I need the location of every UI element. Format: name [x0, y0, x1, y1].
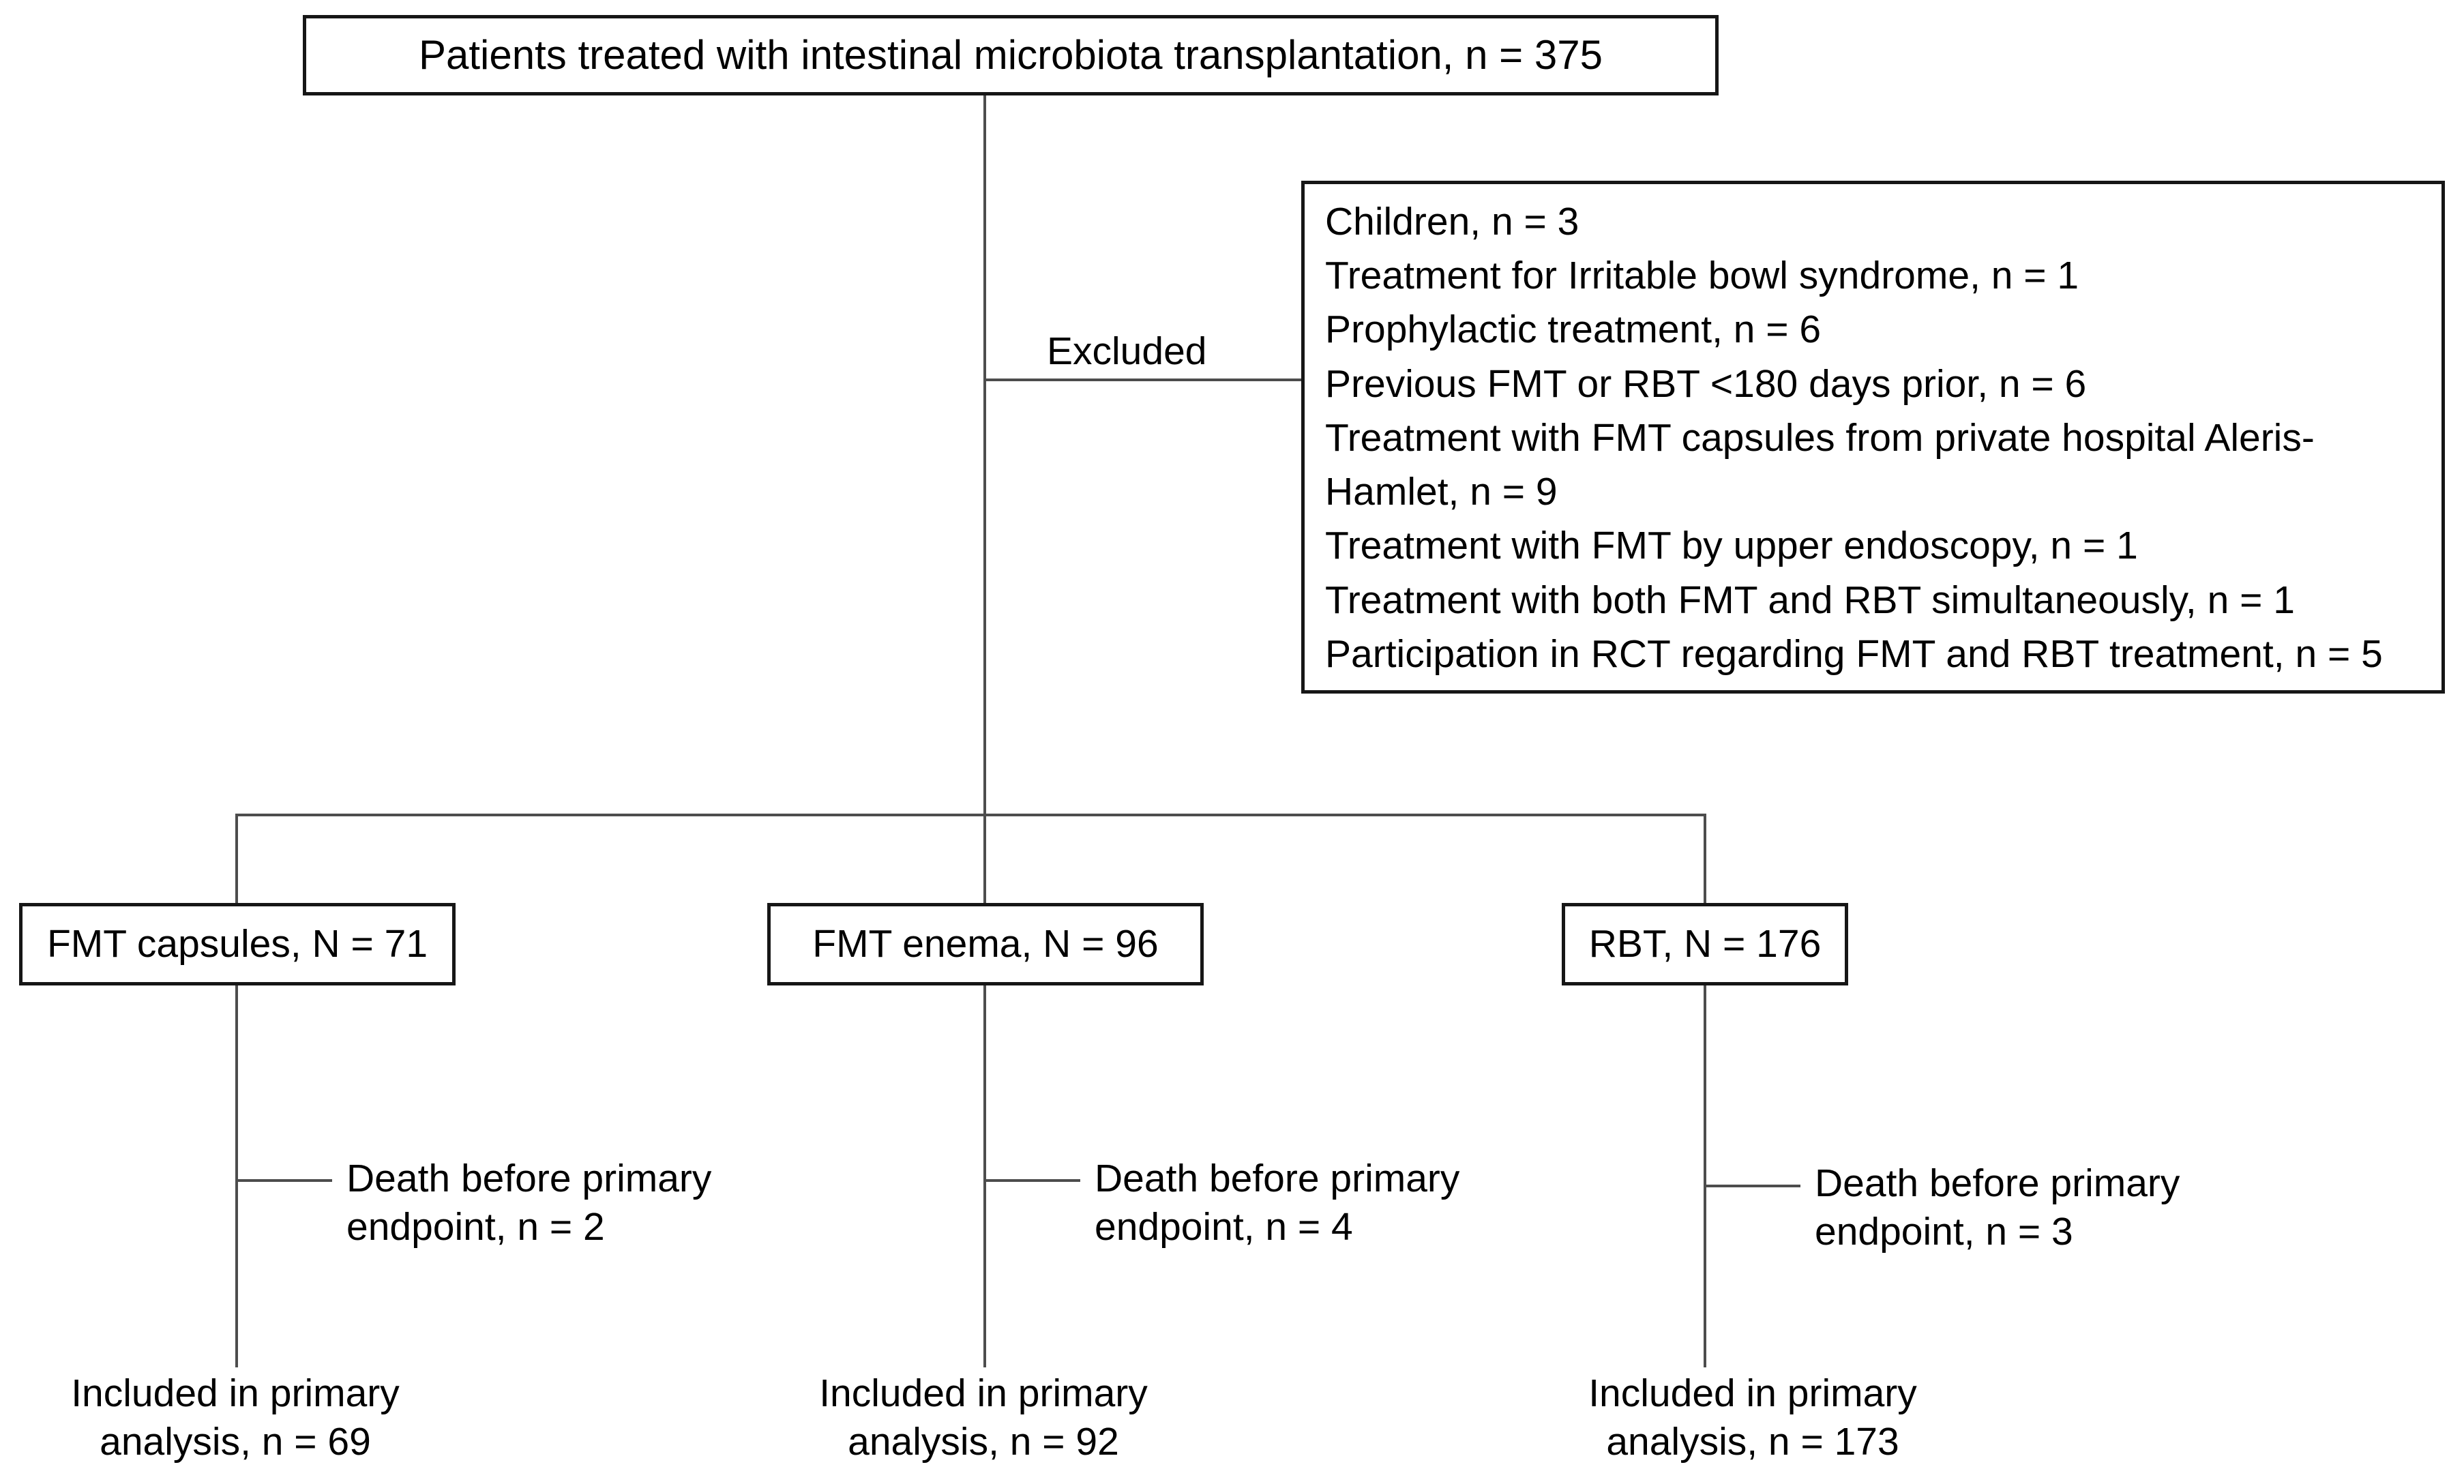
excluded-box: Children, n = 3 Treatment for Irritable …: [1301, 181, 2445, 694]
connector-main-stem: [983, 95, 986, 816]
excluded-reason-item: Treatment for Irritable bowl syndrome, n…: [1325, 254, 2079, 298]
connector-arm-stem-1: [983, 985, 986, 1367]
excluded-reason-item: Prophylactic treatment, n = 6: [1325, 308, 1822, 352]
arm-box-fmt-capsules: FMT capsules, N = 71: [19, 903, 456, 985]
excluded-reason-item: Treatment with FMT capsules from private…: [1325, 415, 2315, 514]
arm-box-fmt-enema: FMT enema, N = 96: [767, 903, 1204, 985]
connector-arm-stem-0: [235, 985, 238, 1367]
death-label-rbt: Death before primary endpoint, n = 3: [1815, 1161, 2180, 1254]
connector-branch-horizontal: [235, 814, 1706, 816]
excluded-reason-list: Children, n = 3 Treatment for Irritable …: [1325, 195, 2424, 681]
included-label-fmt-capsules: Included in primary analysis, n = 69: [71, 1371, 400, 1464]
excluded-reason-item: Previous FMT or RBT <180 days prior, n =…: [1325, 361, 2087, 406]
enrollment-box-label: Patients treated with intestinal microbi…: [418, 31, 1603, 78]
enrollment-box: Patients treated with intestinal microbi…: [303, 15, 1719, 95]
connector-branch-drop-2: [1704, 814, 1706, 904]
arm-box-label: FMT capsules, N = 71: [46, 921, 428, 966]
death-label-fmt-capsules: Death before primary endpoint, n = 2: [346, 1157, 712, 1249]
arm-box-rbt: RBT, N = 176: [1562, 903, 1848, 985]
excluded-reason-item: Participation in RCT regarding FMT and R…: [1325, 632, 2383, 676]
connector-death-tick-0: [235, 1179, 332, 1182]
included-label-fmt-enema: Included in primary analysis, n = 92: [819, 1371, 1148, 1464]
connector-arm-stem-2: [1704, 985, 1706, 1367]
death-label-fmt-enema: Death before primary endpoint, n = 4: [1095, 1157, 1460, 1249]
included-label-rbt: Included in primary analysis, n = 173: [1588, 1371, 1917, 1464]
arm-box-label: RBT, N = 176: [1588, 921, 1822, 966]
connector-death-tick-1: [983, 1179, 1080, 1182]
arm-box-label: FMT enema, N = 96: [812, 921, 1159, 966]
connector-branch-drop-0: [235, 814, 238, 904]
excluded-reason-item: Children, n = 3: [1325, 200, 1579, 243]
connector-death-tick-2: [1704, 1185, 1800, 1187]
connector-excluded-horizontal: [983, 379, 1303, 381]
excluded-reason-item: Treatment with FMT by upper endoscopy, n…: [1325, 524, 2138, 568]
excluded-reason-item: Treatment with both FMT and RBT simultan…: [1325, 578, 2295, 622]
excluded-caption: Excluded: [1047, 329, 1207, 373]
connector-branch-drop-1: [983, 814, 986, 904]
